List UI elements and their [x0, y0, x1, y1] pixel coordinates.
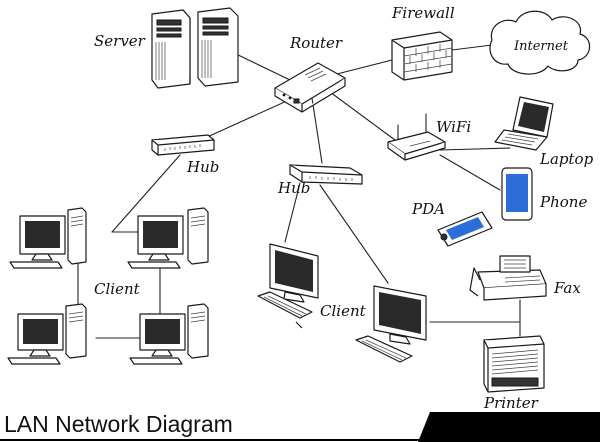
client-group-left — [7, 207, 209, 365]
computer-icon — [257, 243, 319, 329]
computer-icon — [129, 303, 209, 365]
client-group-center — [257, 243, 427, 363]
computer-icon — [355, 285, 427, 363]
hub-center-label: Hub — [277, 179, 310, 197]
internet-label: Internet — [513, 39, 569, 54]
hub-center-icon — [289, 164, 363, 185]
computer-icon — [127, 207, 209, 269]
firewall-icon — [391, 31, 453, 81]
link-router-hub-center — [311, 97, 323, 164]
link-router-hub-left — [204, 94, 301, 139]
pda-icon — [437, 211, 493, 247]
link-wifi-phone — [439, 154, 501, 191]
firewall-label: Firewall — [391, 4, 455, 22]
client-center-label: Client — [320, 302, 367, 320]
wifi-label: WiFi — [436, 118, 471, 136]
hub-left-icon — [151, 134, 215, 156]
wifi-router-icon — [387, 113, 446, 161]
computer-icon — [9, 207, 87, 269]
link-router-wifi — [329, 91, 396, 141]
link-hub-clients — [111, 154, 181, 233]
router-label: Router — [289, 34, 343, 52]
printer-label: Printer — [483, 394, 539, 412]
fax-label: Fax — [553, 279, 581, 297]
link-firewall-internet — [451, 44, 493, 51]
link-client-fax-printer — [429, 299, 521, 337]
server-label: Server — [94, 32, 146, 50]
link-client-ring — [77, 231, 161, 339]
link-wifi-laptop — [439, 147, 511, 151]
fax-icon — [469, 255, 547, 301]
hub-left-label: Hub — [186, 158, 219, 176]
link-router-firewall — [332, 59, 393, 76]
client-left-label: Client — [94, 280, 141, 298]
phone-icon — [501, 167, 533, 221]
link-hub-client2 — [319, 184, 389, 284]
server-icon — [151, 7, 239, 89]
laptop-icon — [494, 96, 554, 151]
footer-bar — [418, 412, 600, 442]
printer-icon — [483, 335, 545, 393]
phone-label: Phone — [539, 193, 587, 211]
pda-label: PDA — [411, 200, 445, 218]
link-server-router — [231, 51, 291, 81]
connection-lines — [77, 44, 521, 339]
computer-icon — [7, 303, 87, 365]
laptop-label: Laptop — [539, 150, 594, 168]
router-icon — [274, 62, 346, 113]
cloud-icon — [489, 10, 591, 75]
link-hub-client1 — [284, 182, 301, 243]
diagram-title: LAN Network Diagram — [4, 411, 233, 437]
